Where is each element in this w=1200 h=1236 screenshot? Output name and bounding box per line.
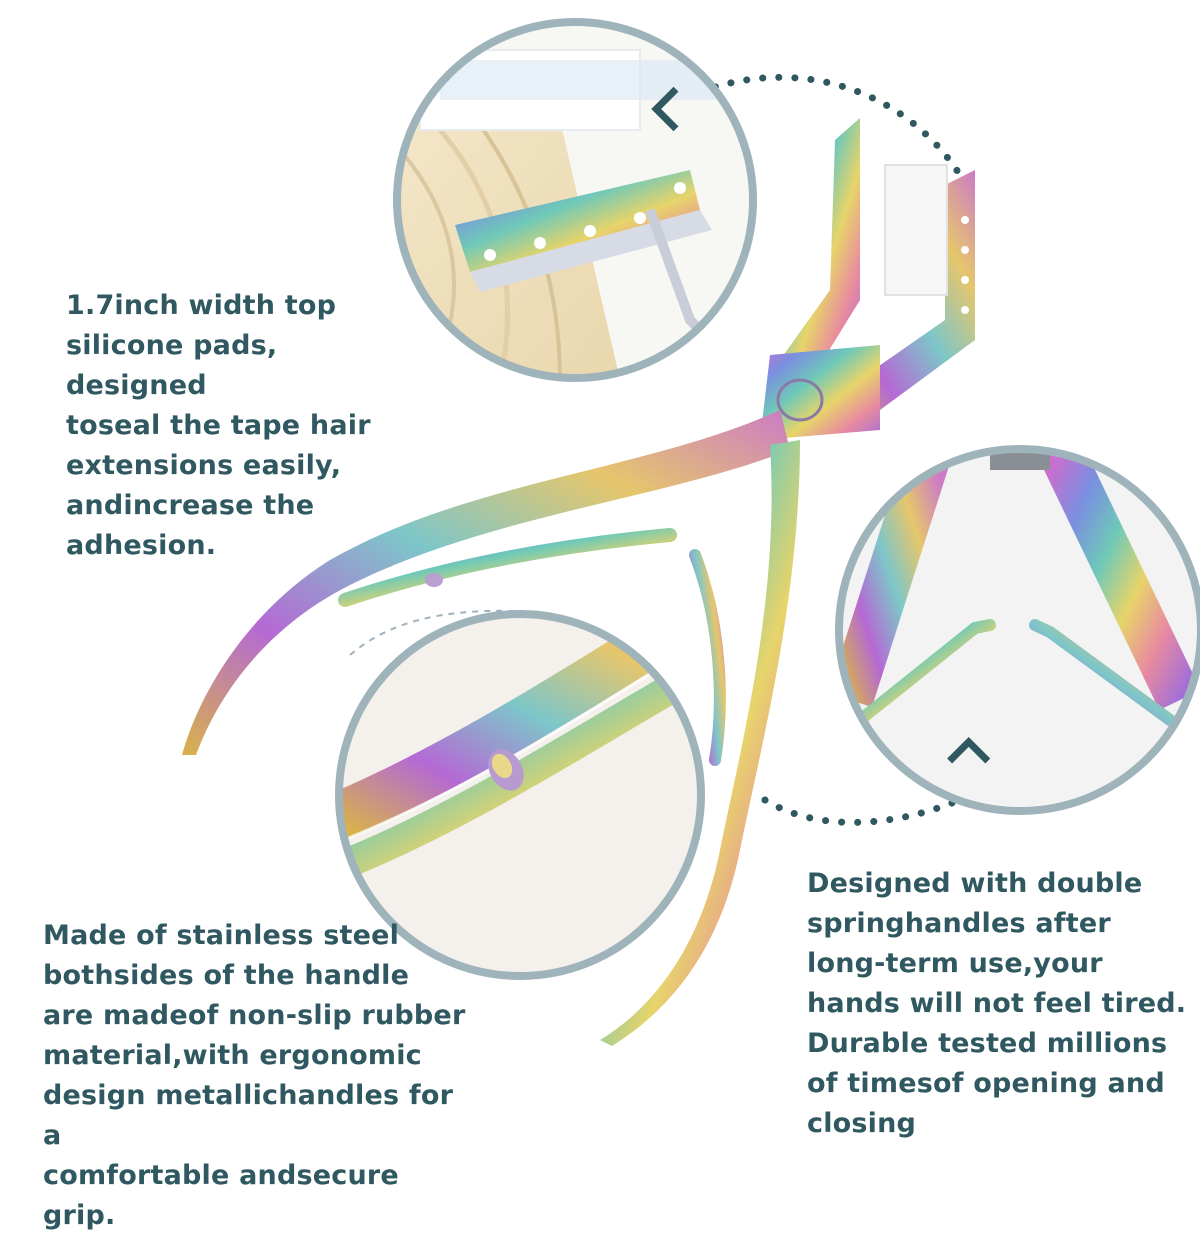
connector-right — [761, 786, 984, 826]
product-infographic: 1.7inch width top silicone pads, designe… — [43, 18, 1200, 1231]
pliers-main — [182, 118, 975, 1046]
caption-silicone-pads: 1.7inch width top silicone pads, designe… — [66, 290, 371, 561]
zoom-pad-ring — [393, 18, 757, 382]
illustration-layer — [182, 18, 1200, 1046]
chevron-top-icon — [651, 86, 679, 132]
zoom-pad-circle — [400, 25, 750, 375]
connector-top — [696, 73, 964, 179]
zoom-spring-circle — [842, 452, 1198, 808]
zoom-spring-ring — [835, 445, 1200, 815]
zoom-handle-ring — [335, 610, 705, 980]
chevron-bottom-icon — [947, 736, 991, 764]
connector-left-dashed — [349, 609, 541, 656]
caption-double-spring: Designed with double springhandles after… — [807, 868, 1187, 1139]
caption-stainless-steel: Made of stainless steel bothsides of the… — [43, 920, 466, 1231]
